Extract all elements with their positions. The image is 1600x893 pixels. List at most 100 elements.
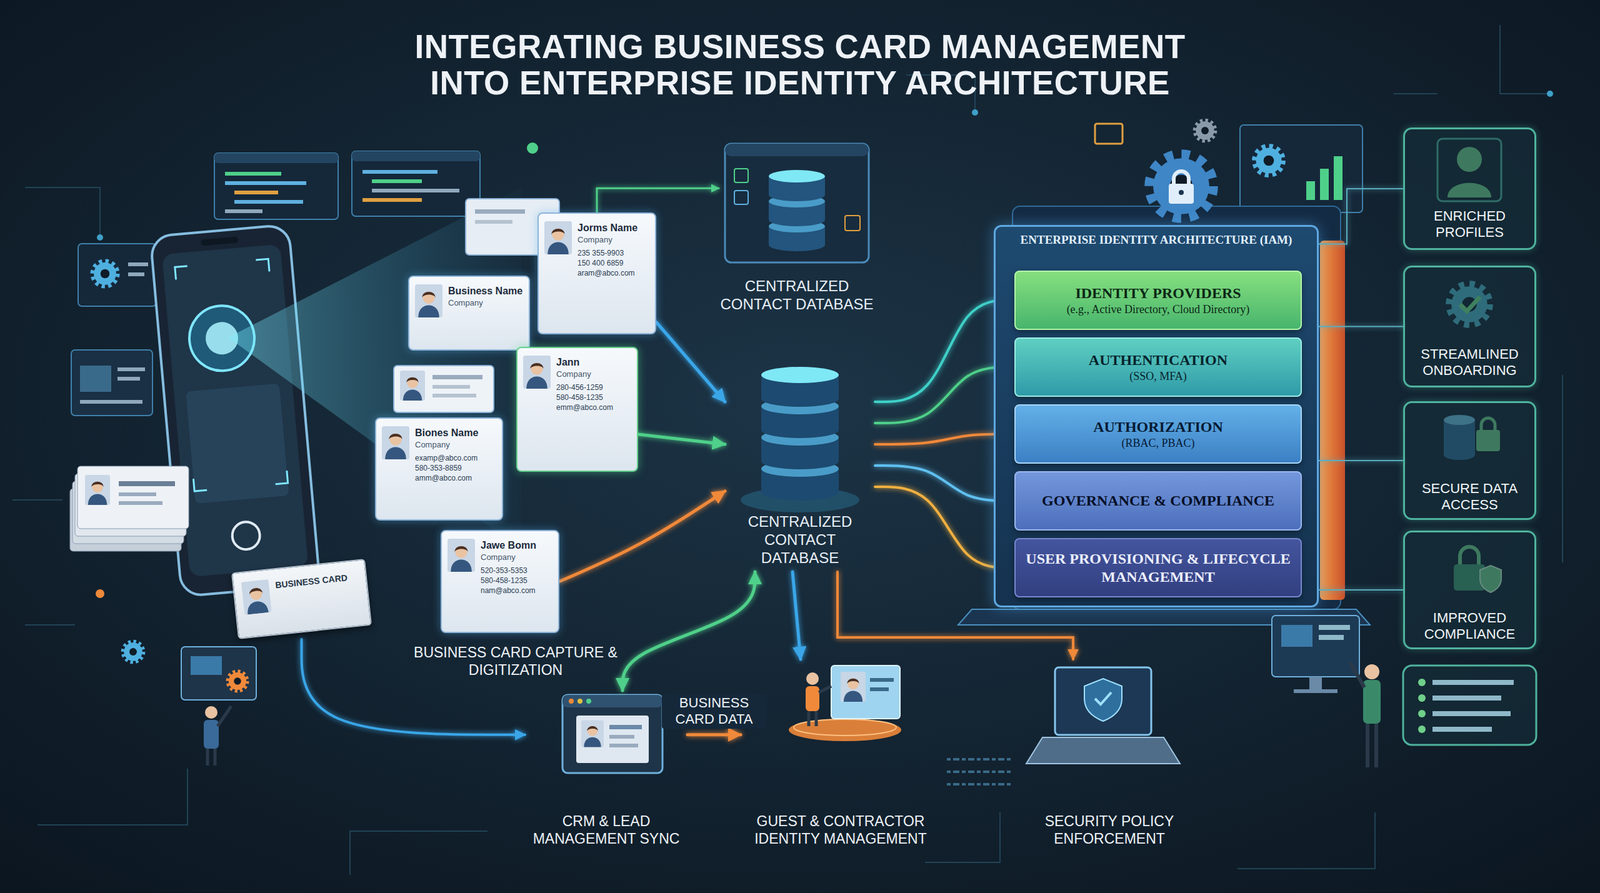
image-window xyxy=(80,400,143,404)
circuit-dots xyxy=(96,234,104,241)
checklist-panel xyxy=(1432,680,1514,685)
avatar-icon xyxy=(415,284,443,318)
image-window xyxy=(71,350,153,416)
database-node: CENTRALIZED CONTACT DATABASE xyxy=(718,140,875,332)
gear-lock-icon xyxy=(1150,155,1214,219)
phone-illustration xyxy=(185,383,289,504)
guest-illustration xyxy=(870,678,894,682)
node-text: 520-353-5353 xyxy=(480,565,554,576)
code-window xyxy=(234,200,304,204)
node-text: emm@abco.com xyxy=(556,402,632,413)
node-title: GUEST & CONTRACTOR IDENTITY MANAGEMENT xyxy=(740,812,941,848)
node-text: 580-353-8859 xyxy=(415,463,497,474)
card-back xyxy=(475,220,513,224)
node-title: Jann xyxy=(556,355,632,369)
connector xyxy=(596,188,719,213)
code-window xyxy=(225,209,263,214)
node-text: 580-458-1235 xyxy=(556,392,632,403)
business-card: Biones NameCompanyexamp@abco.com580-353-… xyxy=(375,417,504,521)
tablet-person xyxy=(122,641,144,662)
binary-rows xyxy=(946,770,1013,774)
circuit-traces xyxy=(12,25,1563,875)
node-title: SECURE DATA ACCESS xyxy=(1410,480,1530,514)
benefit-box: SECURE DATA ACCESS xyxy=(1403,401,1537,520)
node-title: USER PROVISIONING & LIFECYCLE MANAGEMENT xyxy=(1024,550,1292,587)
crm-window xyxy=(581,720,604,747)
settings-window xyxy=(92,261,118,287)
card-stack xyxy=(118,492,157,497)
crm-window xyxy=(609,725,642,730)
node-title: Business Name xyxy=(448,284,524,298)
node-text: Company xyxy=(480,551,554,563)
binary-rows xyxy=(946,759,1013,785)
circuit-traces xyxy=(1561,375,1564,563)
crm-window xyxy=(586,698,592,704)
folder-icons xyxy=(1095,120,1216,144)
node-title: IMPROVED COMPLIANCE xyxy=(1410,610,1530,643)
node-title: ENTERPRISE IDENTITY ARCHITECTURE (IAM) xyxy=(995,226,1317,247)
guest-illustration xyxy=(805,686,820,712)
benefit-box: IMPROVED COMPLIANCE xyxy=(1403,530,1537,650)
connector xyxy=(638,434,725,445)
monitor-person xyxy=(1350,662,1377,768)
database-window xyxy=(725,143,869,157)
crm-window xyxy=(562,695,663,774)
circuit-traces xyxy=(1393,93,1438,95)
image-window xyxy=(71,350,153,416)
guest-illustration xyxy=(788,718,902,742)
connector xyxy=(656,322,725,403)
circuit-dots xyxy=(526,142,539,154)
code-window xyxy=(214,153,339,220)
paper-card: BUSINESS CARD xyxy=(231,558,372,640)
node-text: 280-456-1259 xyxy=(556,382,632,393)
checklist-panel xyxy=(1418,725,1426,734)
avatar-icon xyxy=(447,538,475,572)
code-window xyxy=(225,171,282,176)
guest-illustration xyxy=(806,672,819,685)
node-text: Company xyxy=(556,368,632,380)
checklist-panel xyxy=(1418,678,1426,687)
connector xyxy=(1318,188,1404,245)
settings-window xyxy=(78,243,157,307)
database-node: CENTRALIZED CONTACT DATABASE xyxy=(725,359,875,572)
node-title: Biones Name xyxy=(415,426,497,440)
node-text: (e.g., Active Directory, Cloud Directory… xyxy=(1024,302,1292,317)
node-title: GOVERNANCE & COMPLIANCE xyxy=(1024,491,1292,510)
guest-illustration xyxy=(788,665,902,742)
card-stack xyxy=(85,475,110,505)
tablet-person xyxy=(122,641,257,766)
node-title: BUSINESS CARD xyxy=(275,570,362,591)
node-text: examp@abco.com xyxy=(415,453,497,464)
circuit-traces xyxy=(12,499,63,501)
monitor-person xyxy=(1281,625,1313,647)
tablet-person xyxy=(190,656,222,675)
tablet-person xyxy=(207,706,232,766)
node-title: CENTRALIZED CONTACT DATABASE xyxy=(725,512,875,567)
monitor-person xyxy=(1271,615,1381,768)
iam-layer: AUTHENTICATION(SSO, MFA) xyxy=(1014,337,1302,397)
node-text: aram@abco.com xyxy=(577,268,650,279)
code-window xyxy=(362,198,422,202)
node-title: Jawe Bomn xyxy=(480,538,554,552)
connector xyxy=(559,491,725,582)
laptop-illustration xyxy=(1084,678,1122,722)
crm-window xyxy=(609,735,635,739)
crm-window xyxy=(577,698,583,704)
code-window xyxy=(351,151,480,162)
code-window xyxy=(214,153,339,164)
node-title: AUTHENTICATION xyxy=(1024,351,1292,370)
tablet-person xyxy=(227,671,248,692)
monitor-window xyxy=(1254,146,1284,175)
avatar-icon xyxy=(544,221,572,255)
blank-card xyxy=(432,393,477,398)
code-window xyxy=(371,188,460,193)
laptop-illustration xyxy=(1055,667,1152,735)
monitor-window xyxy=(1333,156,1343,200)
node-title: SECURITY POLICY ENFORCEMENT xyxy=(1018,812,1200,848)
circuit-traces xyxy=(25,624,75,626)
blank-card xyxy=(432,385,470,389)
phone-illustration xyxy=(200,236,239,246)
circuit-traces xyxy=(350,831,488,875)
circuit-traces xyxy=(925,812,1000,863)
node-text: (RBAC, PBAC) xyxy=(1024,436,1292,450)
